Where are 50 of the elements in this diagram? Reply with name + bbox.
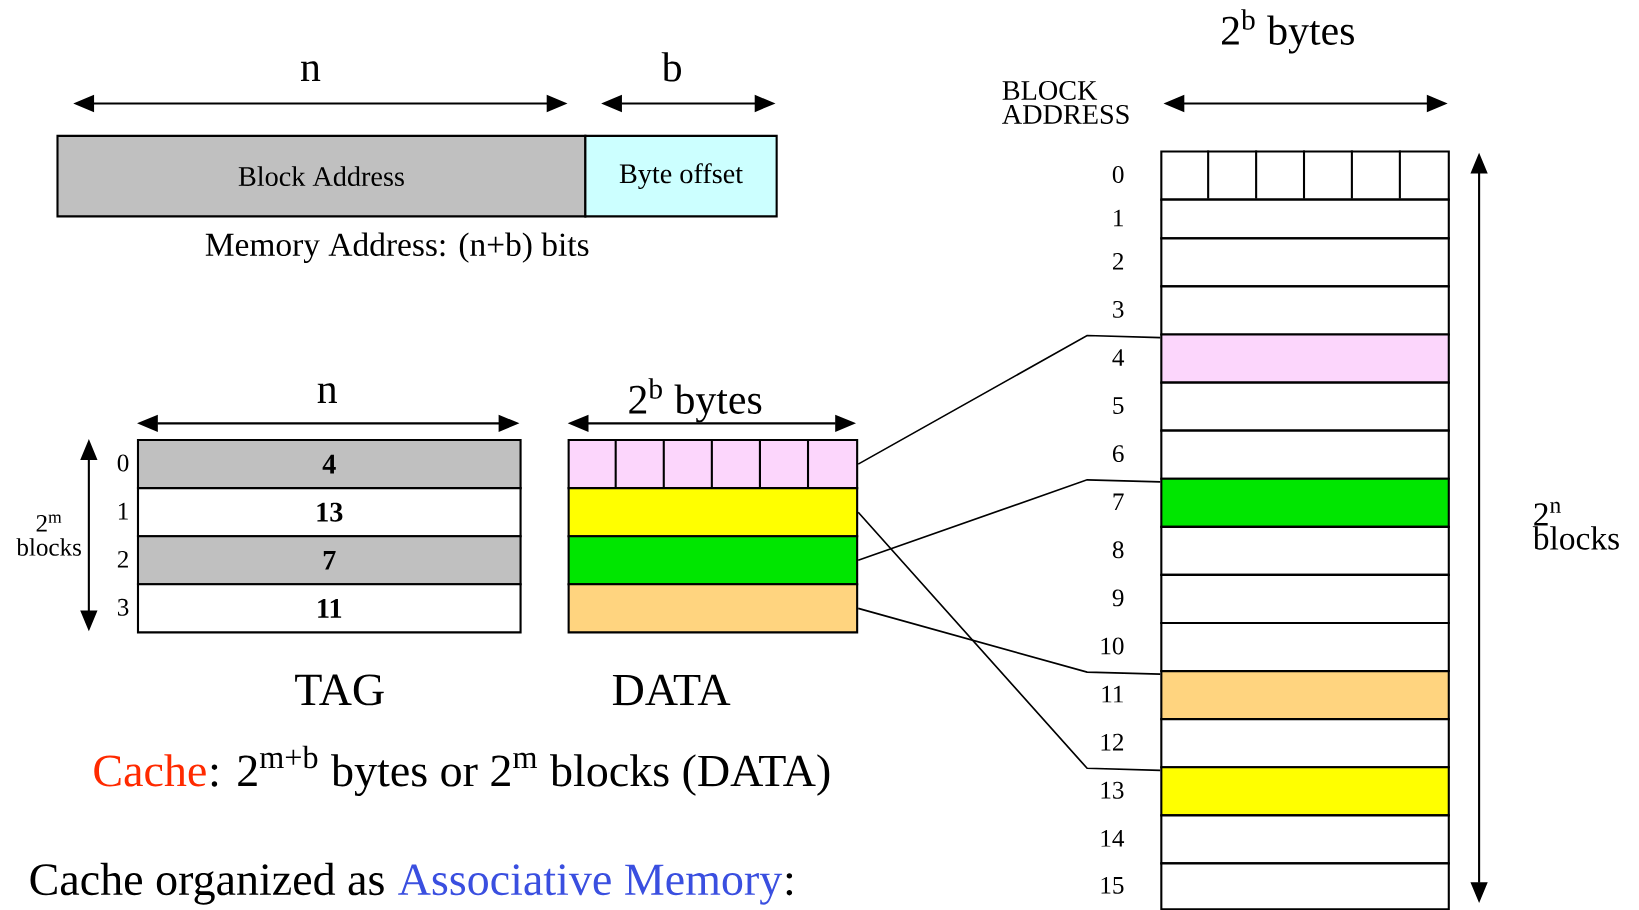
tag-row: 13 xyxy=(136,486,522,538)
address-field: Byte offset xyxy=(584,134,778,218)
caption-text: Associative Memory xyxy=(398,864,783,905)
connector-line xyxy=(857,607,1162,675)
data-block xyxy=(567,438,859,489)
column-heading: BLOCK ADDRESS xyxy=(1002,80,1129,124)
tag-row: 7 xyxy=(136,534,522,586)
row-number: 1 xyxy=(118,502,128,520)
row-number: 11 xyxy=(1102,685,1123,703)
row-number: 0 xyxy=(1112,165,1124,183)
caption-text: Cache xyxy=(94,753,206,787)
row-number: 3 xyxy=(1113,300,1124,318)
dimension-label: 2$^{b}$ bytes xyxy=(1222,8,1354,54)
row-number: 15 xyxy=(1101,876,1124,894)
caption-text: Cache organized as xyxy=(30,862,384,905)
row-number: 2 xyxy=(1113,252,1124,270)
dimension-label: n xyxy=(317,382,337,403)
row-number: 12 xyxy=(1101,733,1124,751)
connector-line xyxy=(857,334,1162,465)
row-number: 4 xyxy=(1112,349,1125,366)
row-number: 0 xyxy=(117,454,129,472)
dimension-label: 2$^{n}$ blocks xyxy=(1532,501,1619,550)
row-number: 10 xyxy=(1101,637,1124,655)
data-block xyxy=(567,583,859,634)
caption-text: : xyxy=(786,872,793,896)
dimension-label: n xyxy=(300,61,321,81)
row-number: 8 xyxy=(1112,541,1124,559)
dimension-label: b xyxy=(661,51,681,82)
caption-text: : 2$^{m+b}$ bytes or 2$^{m}$ blocks (DATA) xyxy=(211,745,830,796)
caption: Memory Address: (n+b) bits xyxy=(205,232,589,263)
row-number: 13 xyxy=(1101,781,1124,799)
data-block xyxy=(567,486,859,538)
row-number: 3 xyxy=(117,598,129,616)
address-field: Block Address xyxy=(56,134,587,218)
dimension-label: 2$^{b}$ bytes xyxy=(629,377,762,423)
row-number: 7 xyxy=(1113,493,1124,510)
dimension-label: 2$^{m}$ blocks xyxy=(16,514,81,556)
tag-row: 4 xyxy=(136,438,522,489)
column-heading: DATA xyxy=(612,674,731,705)
connector-line xyxy=(857,478,1162,561)
connector-line xyxy=(857,511,1162,771)
column-heading: TAG xyxy=(295,674,384,706)
row-number: 9 xyxy=(1112,589,1124,607)
row-number: 5 xyxy=(1113,397,1124,414)
tag-row: 11 xyxy=(136,583,522,634)
data-block xyxy=(567,534,859,586)
row-number: 14 xyxy=(1101,829,1125,847)
row-number: 1 xyxy=(1114,209,1123,226)
row-number: 2 xyxy=(117,550,128,568)
row-number: 6 xyxy=(1112,445,1124,462)
